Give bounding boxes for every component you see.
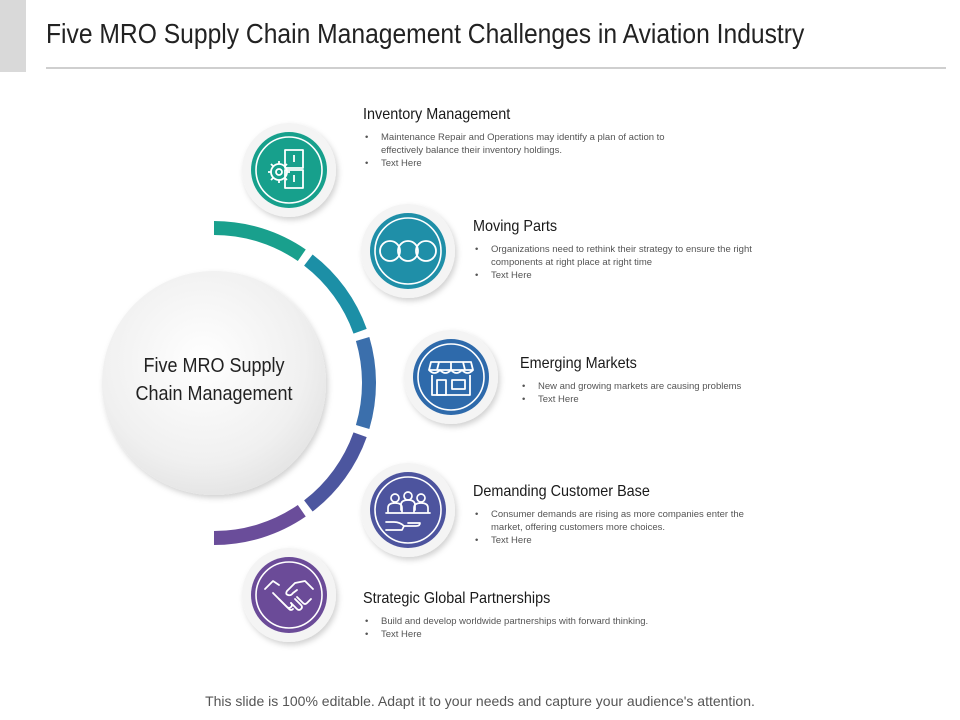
customers-hand-icon [385,491,431,531]
center-label: Five MRO Supply Chain Management [112,352,316,408]
demanding-badge [370,472,446,548]
item-title: Moving Parts [473,218,558,235]
bullet-item: New and growing markets are causing prob… [520,380,820,393]
bullet-item: Text Here [363,628,703,641]
bullet-list: New and growing markets are causing prob… [520,380,820,406]
bullet-item: Text Here [473,534,773,547]
item-title: Inventory Management [363,106,511,123]
arc-segment-3 [355,336,376,430]
item-moving-parts: Moving Parts Organizations need to rethi… [473,218,803,282]
title-divider [46,67,946,69]
arc-segment-1 [213,221,306,262]
item-inventory-management: Inventory Management Maintenance Repair … [363,106,723,170]
emerging-badge [413,339,489,415]
bullet-item: Text Here [520,393,820,406]
arc-ring [213,221,376,545]
center-disc [102,271,326,495]
icon-circle-demanding [361,463,455,557]
bullet-list: Maintenance Repair and Operations may id… [363,131,693,170]
item-strategic-global-partnerships: Strategic Global Partnerships Build and … [363,590,723,641]
bullet-item: Consumer demands are rising as more comp… [473,508,773,534]
icon-circle-moving [361,204,455,298]
bullet-item: Organizations need to rethink their stra… [473,243,793,269]
arc-segment-5 [213,504,306,545]
icon-circle-emerging [404,330,498,424]
moving-badge [370,213,446,289]
bullet-item: Text Here [363,157,693,170]
arc-segment-4 [303,432,367,512]
item-title: Emerging Markets [520,355,637,372]
moving-parts-links-icon [379,240,437,262]
arc-segment-2 [303,254,367,334]
icon-circle-strategic [242,548,336,642]
inventory-cabinet-gear-icon [268,149,304,189]
bullet-list: Organizations need to rethink their stra… [473,243,793,282]
bullet-item: Build and develop worldwide partnerships… [363,615,703,628]
item-title: Strategic Global Partnerships [363,590,551,607]
center-label-line-1: Five MRO Supply [143,355,285,377]
center-label-line-2: Chain Management [135,383,293,405]
item-title: Demanding Customer Base [473,483,650,500]
footer-note: This slide is 100% editable. Adapt it to… [205,693,755,709]
icon-circle-inventory [242,123,336,217]
bullet-item: Text Here [473,269,793,282]
storefront-icon [428,361,474,396]
bullet-item: Maintenance Repair and Operations may id… [363,131,693,157]
corner-accent-block [0,0,26,72]
slide-title: Five MRO Supply Chain Management Challen… [46,18,805,49]
bullet-list: Consumer demands are rising as more comp… [473,508,773,547]
item-emerging-markets: Emerging Markets New and growing markets… [520,355,840,406]
handshake-icon [264,580,314,611]
bullet-list: Build and develop worldwide partnerships… [363,615,703,641]
item-demanding-customer-base: Demanding Customer Base Consumer demands… [473,483,803,547]
